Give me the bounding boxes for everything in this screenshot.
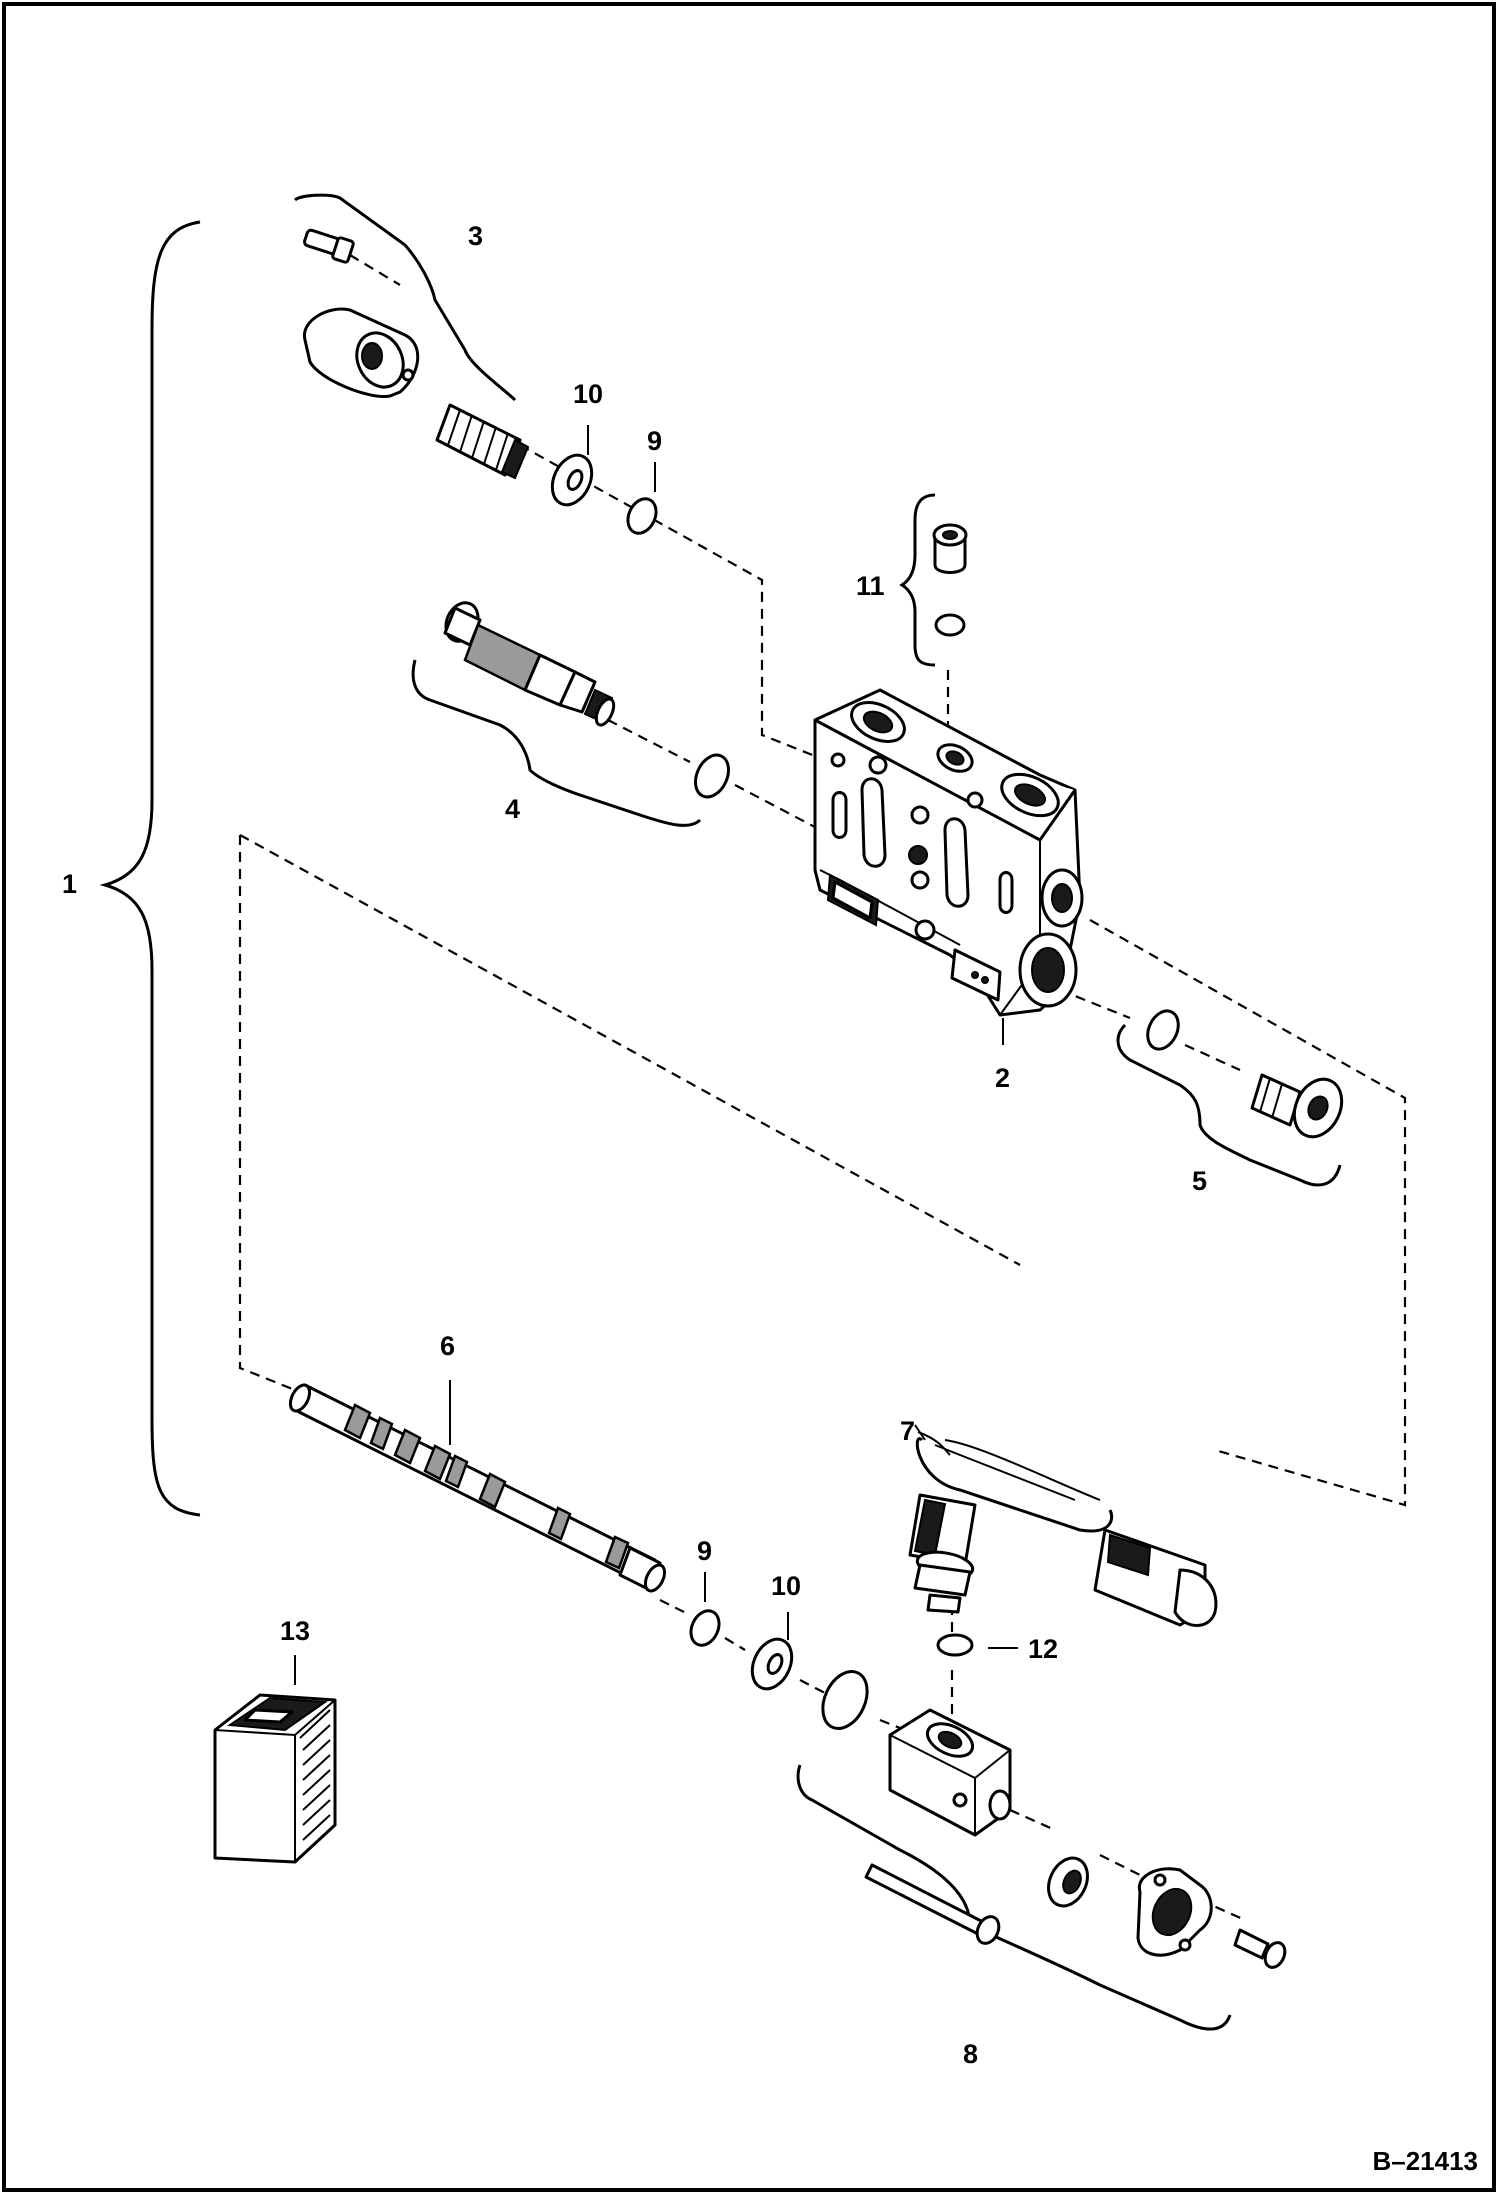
washer-10-bottom-icon [750,1612,794,1691]
bolt-icon [303,228,355,264]
o-ring-12-icon [936,1633,1018,1657]
part-4-valve-assembly [411,601,730,827]
dash-path-body-right [1089,919,1407,1507]
kit-box-13-icon [213,1693,337,1864]
o-ring-9-bottom-icon [689,1572,721,1647]
callout-10-bottom: 10 [771,1571,801,1601]
callout-9-bottom: 9 [697,1536,712,1566]
o-ring-11-icon [934,613,966,637]
callout-7: 7 [900,1416,915,1446]
callout-13: 13 [280,1616,310,1646]
seal-8-icon [1047,1856,1089,1908]
cover-plate-8-icon [1136,1867,1213,1957]
o-ring-5-icon [1146,1009,1180,1051]
leader-7b [917,1431,951,1456]
part-3-cap-assembly [293,193,530,480]
brace-1 [99,220,201,1517]
end-cap-icon [303,307,420,399]
part-5-plug-assembly [1116,1009,1344,1187]
valve-cartridge-icon [443,601,616,727]
callout-10-top: 10 [573,379,603,409]
plug-icon [932,523,968,574]
plug-5-icon [1250,1073,1344,1139]
washer-10-top-icon [550,425,594,507]
part-11-plug-assembly [899,493,968,667]
bolt-8b-icon [1233,1928,1287,1969]
callout-8: 8 [963,2039,978,2069]
o-ring-9-top-icon [626,462,658,535]
part-8-sensor-block-assembly [796,1708,1287,2031]
bolt-8a-icon [864,1863,1001,1945]
callout-2: 2 [995,1063,1010,1093]
dash-path-5 [1059,988,1241,1072]
callout-4: 4 [505,794,520,824]
sensor-7-icon [908,1437,1218,1627]
sensor-block-icon [888,1708,1012,1837]
o-ring-4-icon [694,753,730,799]
spool-6-icon [288,1383,667,1593]
valve-body-2-icon [813,688,1084,1017]
spring-icon [435,403,530,480]
callout-1: 1 [62,869,77,899]
figure-reference: B–21413 [1372,2146,1478,2176]
callout-5: 5 [1192,1166,1207,1196]
callout-12: 12 [1028,1634,1058,1664]
callout-6: 6 [440,1331,455,1361]
callout-11: 11 [856,571,885,601]
callout-9-top: 9 [647,426,662,456]
dash-path-body-to-spool [238,834,1021,1394]
o-ring-large-icon [821,1670,869,1730]
callout-3: 3 [468,221,483,251]
